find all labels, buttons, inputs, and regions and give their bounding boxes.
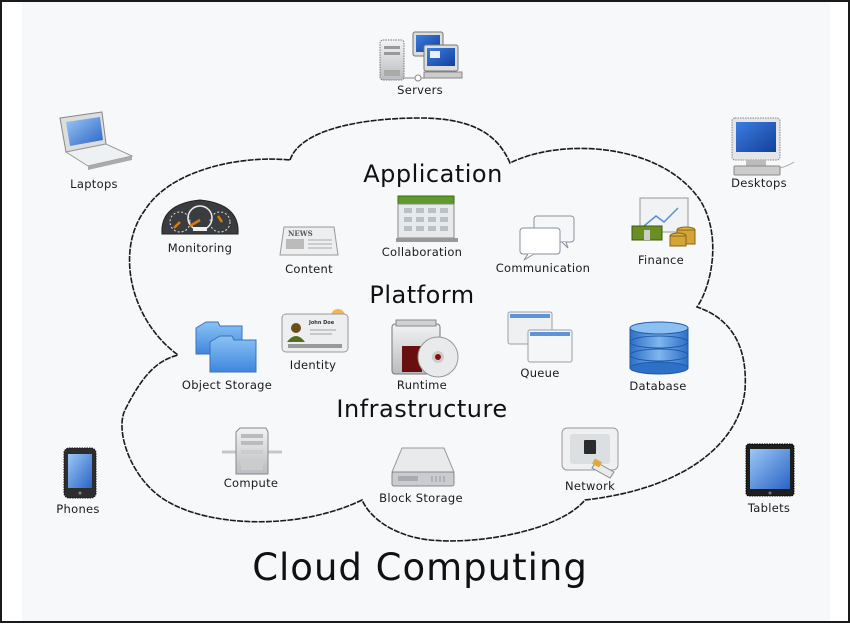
label-identity: Identity xyxy=(289,358,337,372)
cloud-outline xyxy=(121,117,747,542)
label-object-storage: Object Storage xyxy=(181,378,273,392)
compute-icon xyxy=(222,427,282,475)
tablet-icon xyxy=(745,443,795,497)
label-network: Network xyxy=(564,479,616,493)
block-storage-icon xyxy=(391,447,455,487)
queue-icon xyxy=(507,311,573,363)
label-queue: Queue xyxy=(520,366,560,380)
label-database: Database xyxy=(629,379,687,393)
communication-icon xyxy=(519,215,575,261)
collaboration-icon xyxy=(396,195,458,242)
news-masthead: NEWS xyxy=(288,229,313,238)
id-card-name: John Doe xyxy=(308,320,335,326)
laptop-icon xyxy=(59,111,134,170)
database-icon xyxy=(629,321,689,375)
heading-infrastructure: Infrastructure xyxy=(336,395,508,423)
label-monitoring: Monitoring xyxy=(167,241,233,255)
diagram-title: Cloud Computing xyxy=(252,546,588,589)
diagram-background xyxy=(22,2,830,621)
content-icon: NEWS xyxy=(279,226,339,256)
label-desktops: Desktops xyxy=(731,176,787,190)
label-runtime: Runtime xyxy=(396,378,448,392)
label-block-storage: Block Storage xyxy=(379,491,463,505)
label-servers: Servers xyxy=(397,83,443,97)
phone-icon xyxy=(63,447,97,499)
desktop-icon xyxy=(731,117,795,176)
label-compute: Compute xyxy=(223,476,279,490)
label-content: Content xyxy=(285,262,333,276)
label-tablets: Tablets xyxy=(747,501,791,515)
identity-icon: John Doe xyxy=(281,309,349,353)
heading-application: Application xyxy=(363,160,503,188)
heading-platform: Platform xyxy=(369,281,475,309)
finance-icon xyxy=(631,197,696,247)
object-storage-icon xyxy=(195,321,257,373)
label-laptops: Laptops xyxy=(70,177,118,191)
runtime-icon xyxy=(391,319,459,378)
servers-icon xyxy=(379,31,463,82)
label-collaboration: Collaboration xyxy=(381,245,463,259)
monitoring-icon xyxy=(161,199,239,235)
label-finance: Finance xyxy=(637,253,685,267)
network-icon xyxy=(561,427,619,479)
label-communication: Communication xyxy=(495,261,591,275)
label-phones: Phones xyxy=(56,502,100,516)
